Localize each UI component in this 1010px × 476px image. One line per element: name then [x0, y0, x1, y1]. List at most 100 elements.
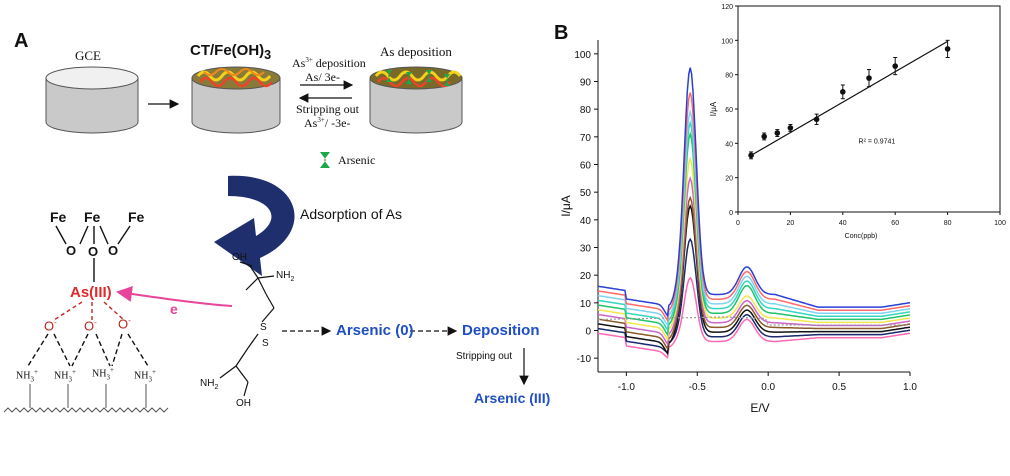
- cv-curve: [597, 276, 911, 360]
- forward-top-label: As3+ deposition: [292, 56, 366, 70]
- nh3-label-3: NH3+: [92, 366, 114, 382]
- adsorption-label: Adsorption of As: [300, 206, 402, 222]
- o-label-1: O: [66, 243, 77, 258]
- cv-curve: [597, 131, 911, 337]
- ct-electrode: [191, 66, 281, 134]
- o-label-3: O: [108, 243, 119, 258]
- o-minus-2: O-: [84, 318, 97, 334]
- inset-x-tick-label: 80: [944, 220, 952, 227]
- nh3-label-4: NH3+: [134, 368, 156, 384]
- data-point: [944, 46, 951, 52]
- voltammogram-chart: -10 0 10 20 30 40 50 60 70 80 90 100 -1.0 -0.5 0.0 0.5 1…: [559, 4, 1006, 415]
- x-tick-label: 1.0: [903, 382, 917, 393]
- electron-label: e: [170, 301, 178, 317]
- y-tick-label: 30: [580, 244, 592, 255]
- inset-x-tick-label: 60: [891, 220, 899, 227]
- cv-curve: [597, 156, 911, 342]
- inset-x-tick-label: 40: [839, 220, 847, 227]
- inset-y-axis-label: I/μA: [709, 101, 718, 116]
- y-tick-label: 40: [580, 216, 592, 227]
- y-axis-label: I/μA: [559, 195, 573, 217]
- inset-y-tick-label: 20: [725, 176, 733, 183]
- y-tick-label: 80: [580, 105, 592, 116]
- s-label-1: S: [260, 322, 267, 333]
- inset-y-tick-label: 40: [725, 141, 733, 148]
- fe-label-3: Fe: [128, 209, 145, 225]
- o-minus-1: O-: [44, 318, 57, 334]
- data-point: [813, 116, 820, 123]
- panel-b-label: B: [554, 22, 569, 44]
- x-tick-label: -0.5: [689, 382, 707, 393]
- y-tick-label: 10: [580, 299, 592, 310]
- panel-a-label: A: [14, 30, 29, 52]
- forward-bottom-label: As/ 3e-: [305, 70, 340, 84]
- as-deposition-label: As deposition: [380, 44, 452, 59]
- fe-framework: [55, 225, 131, 282]
- cystine-molecule: [219, 261, 275, 397]
- as3-label: As(III): [70, 284, 112, 301]
- inset-y-tick-label: 0: [729, 210, 733, 217]
- as-o-bonds: [53, 301, 125, 321]
- x-axis-label: E/V: [750, 401, 769, 415]
- cv-curve: [597, 108, 911, 327]
- oh-label-top: OH: [232, 252, 247, 263]
- oh-label-bottom: OH: [236, 398, 251, 409]
- data-point: [774, 130, 781, 136]
- arsenic3-label: Arsenic (III): [474, 390, 551, 406]
- inset-x-tick-label: 100: [994, 220, 1006, 227]
- fe-label-2: Fe: [84, 209, 101, 225]
- y-tick-label: 70: [580, 133, 592, 144]
- data-point: [866, 75, 872, 81]
- arsenic0-label: Arsenic (0): [336, 322, 414, 339]
- nh2-label-bottom: NH2: [200, 378, 219, 391]
- cv-curve: [597, 237, 911, 355]
- y-tick-label: 90: [580, 78, 592, 89]
- x-tick-label: -1.0: [618, 382, 636, 393]
- r-squared-annotation: R² = 0.9741: [859, 138, 896, 145]
- cv-baseline: [598, 316, 910, 326]
- y-tick-label: 100: [574, 50, 591, 61]
- arsenic-legend-label: Arsenic: [338, 153, 376, 167]
- inset-y-tick-label: 60: [725, 107, 733, 114]
- s-label-2: S: [262, 338, 269, 349]
- x-tick-label: 0.0: [761, 382, 775, 393]
- y-tick-label: 0: [585, 327, 591, 338]
- reverse-bottom-label: As3+/ -3e-: [304, 116, 351, 130]
- nh2-label-top: NH2: [276, 270, 295, 283]
- cv-curve: [597, 203, 911, 356]
- inset-y-tick-label: 120: [721, 4, 733, 11]
- inset-y-tick-label: 80: [725, 73, 733, 80]
- o-nh3-bonds: [27, 333, 149, 367]
- data-point: [892, 63, 898, 69]
- nh3-label-2: NH3+: [54, 368, 76, 384]
- ct-label: CT/Fe(OH)3: [190, 42, 272, 62]
- y-tick-label: 60: [580, 161, 592, 172]
- gce-electrode: [45, 66, 139, 134]
- data-point: [840, 89, 846, 95]
- data-point: [761, 133, 767, 140]
- inset-x-tick-label: 20: [787, 220, 795, 227]
- reverse-top-label: Stripping out: [296, 102, 360, 116]
- as-deposition-electrode: [369, 66, 463, 134]
- inset-x-axis-label: Conc(ppb): [845, 233, 878, 240]
- arsenic-legend-icon: [320, 152, 330, 168]
- deposition-label: Deposition: [462, 322, 540, 339]
- adsorption-arrow-icon: [214, 175, 295, 276]
- x-tick-label: 0.5: [832, 382, 846, 393]
- cv-curve: [597, 92, 911, 323]
- y-tick-label: 20: [580, 271, 592, 282]
- gce-label: GCE: [75, 48, 101, 63]
- cv-curve: [597, 195, 911, 351]
- inset-frame: [737, 5, 1001, 213]
- data-point: [748, 152, 754, 159]
- o-label-2: O: [88, 244, 99, 259]
- y-tick-label: 50: [580, 188, 592, 199]
- chitosan-backbone: [3, 384, 169, 413]
- electron-arrow: [116, 286, 233, 307]
- stripping-out-label: Stripping out: [456, 351, 513, 362]
- cv-curve: [597, 120, 911, 332]
- inset-x-tick-label: 0: [736, 220, 740, 227]
- y-tick-label: -10: [577, 354, 592, 365]
- fe-label-1: Fe: [50, 209, 67, 225]
- cv-curve: [597, 67, 911, 318]
